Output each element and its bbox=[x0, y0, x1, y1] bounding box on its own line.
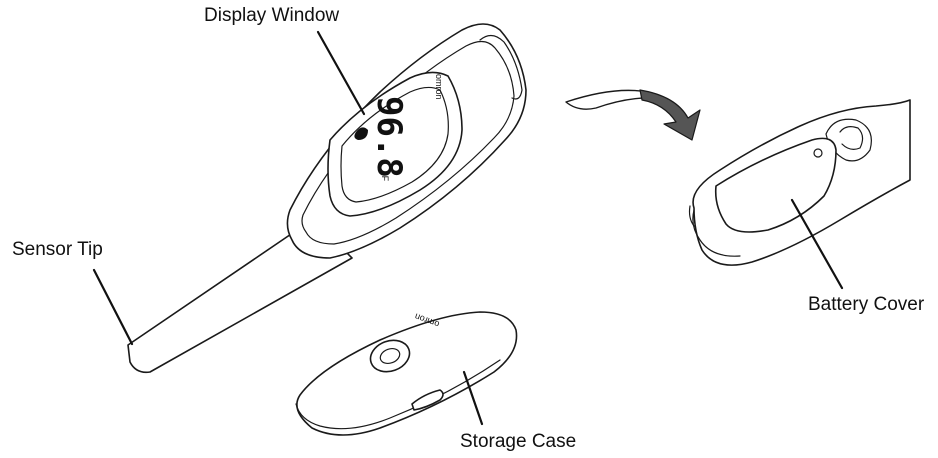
label-display-window: Display Window bbox=[204, 5, 339, 26]
back-body-lip bbox=[692, 209, 741, 257]
display-unit: °F bbox=[380, 172, 390, 182]
storage-case-button-inner bbox=[379, 347, 401, 365]
label-battery-cover: Battery Cover bbox=[808, 294, 925, 315]
direction-arrow bbox=[565, 89, 661, 110]
storage-case-rim bbox=[295, 359, 501, 430]
back-body-end bbox=[688, 205, 695, 227]
leader-display-window bbox=[316, 30, 366, 116]
direction-arrow-head bbox=[639, 89, 701, 141]
battery-cover-screw bbox=[813, 148, 823, 158]
display-window-inner bbox=[340, 86, 449, 203]
thermometer: 96.8 °F omron bbox=[127, 23, 527, 374]
back-strap-loop-inner bbox=[839, 126, 864, 150]
storage-case-clip bbox=[411, 389, 444, 411]
thermometer-end-cap bbox=[479, 34, 523, 100]
display-status-icon bbox=[354, 127, 368, 140]
storage-case-button[interactable] bbox=[366, 335, 414, 377]
leader-battery-cover bbox=[790, 198, 844, 290]
battery-cover[interactable] bbox=[714, 137, 837, 233]
storage-case-body bbox=[296, 311, 518, 436]
display-reading: 96.8 bbox=[369, 96, 409, 178]
back-strap-loop bbox=[825, 118, 872, 162]
thermometer-brand: omron bbox=[434, 74, 444, 100]
label-storage-case: Storage Case bbox=[460, 431, 576, 452]
storage-case: omron bbox=[295, 311, 518, 436]
display-window bbox=[327, 71, 463, 217]
leader-sensor-tip bbox=[92, 268, 134, 346]
label-sensor-tip: Sensor Tip bbox=[12, 239, 103, 260]
leader-storage-case bbox=[462, 370, 484, 426]
battery-cover-view bbox=[688, 99, 911, 266]
